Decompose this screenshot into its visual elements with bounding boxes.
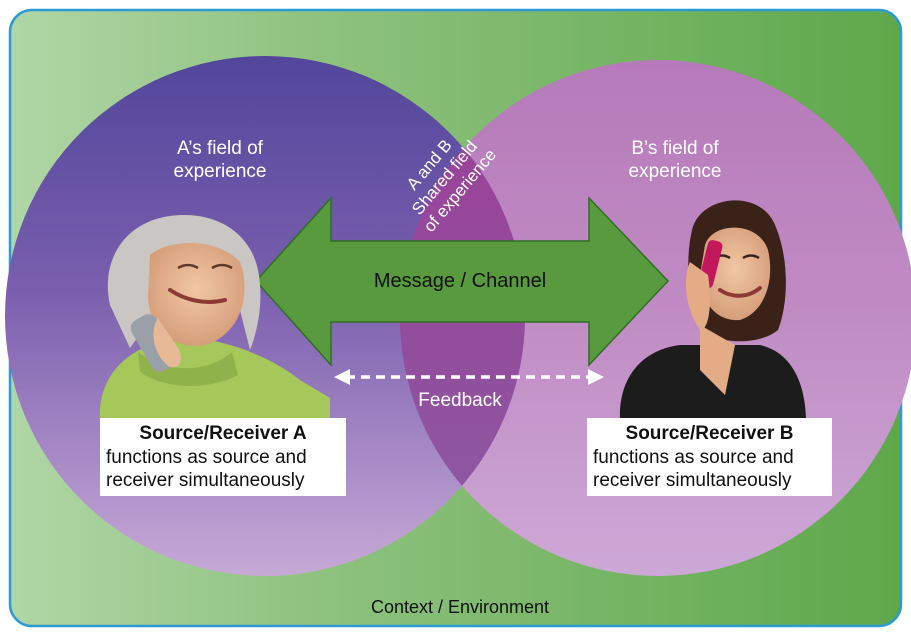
b-field-label-line2: experience bbox=[628, 161, 722, 182]
feedback-label: Feedback bbox=[418, 390, 502, 411]
b-field-label: B’s field of experience bbox=[595, 137, 755, 183]
source-receiver-a-desc: functions as source and receiver simulta… bbox=[106, 446, 307, 492]
person-b-image bbox=[619, 200, 806, 420]
a-field-label-line2: experience bbox=[173, 161, 267, 182]
feedback-arrow bbox=[334, 369, 604, 385]
source-receiver-a-title: Source/Receiver A bbox=[139, 423, 307, 444]
source-receiver-a-box: Source/Receiver A functions as source an… bbox=[100, 418, 346, 496]
a-field-label-line1: A’s field of bbox=[177, 138, 263, 159]
source-receiver-b-desc: functions as source and receiver simulta… bbox=[593, 446, 794, 492]
person-a-image bbox=[99, 215, 330, 420]
b-field-label-line1: B’s field of bbox=[631, 138, 719, 159]
source-receiver-b-title: Source/Receiver B bbox=[625, 423, 794, 444]
a-field-label: A’s field of experience bbox=[140, 137, 300, 183]
source-receiver-b-box: Source/Receiver B functions as source an… bbox=[587, 418, 832, 496]
context-environment-label: Context / Environment bbox=[370, 597, 550, 617]
message-channel-arrow bbox=[254, 196, 670, 367]
message-channel-label: Message / Channel bbox=[373, 270, 547, 292]
